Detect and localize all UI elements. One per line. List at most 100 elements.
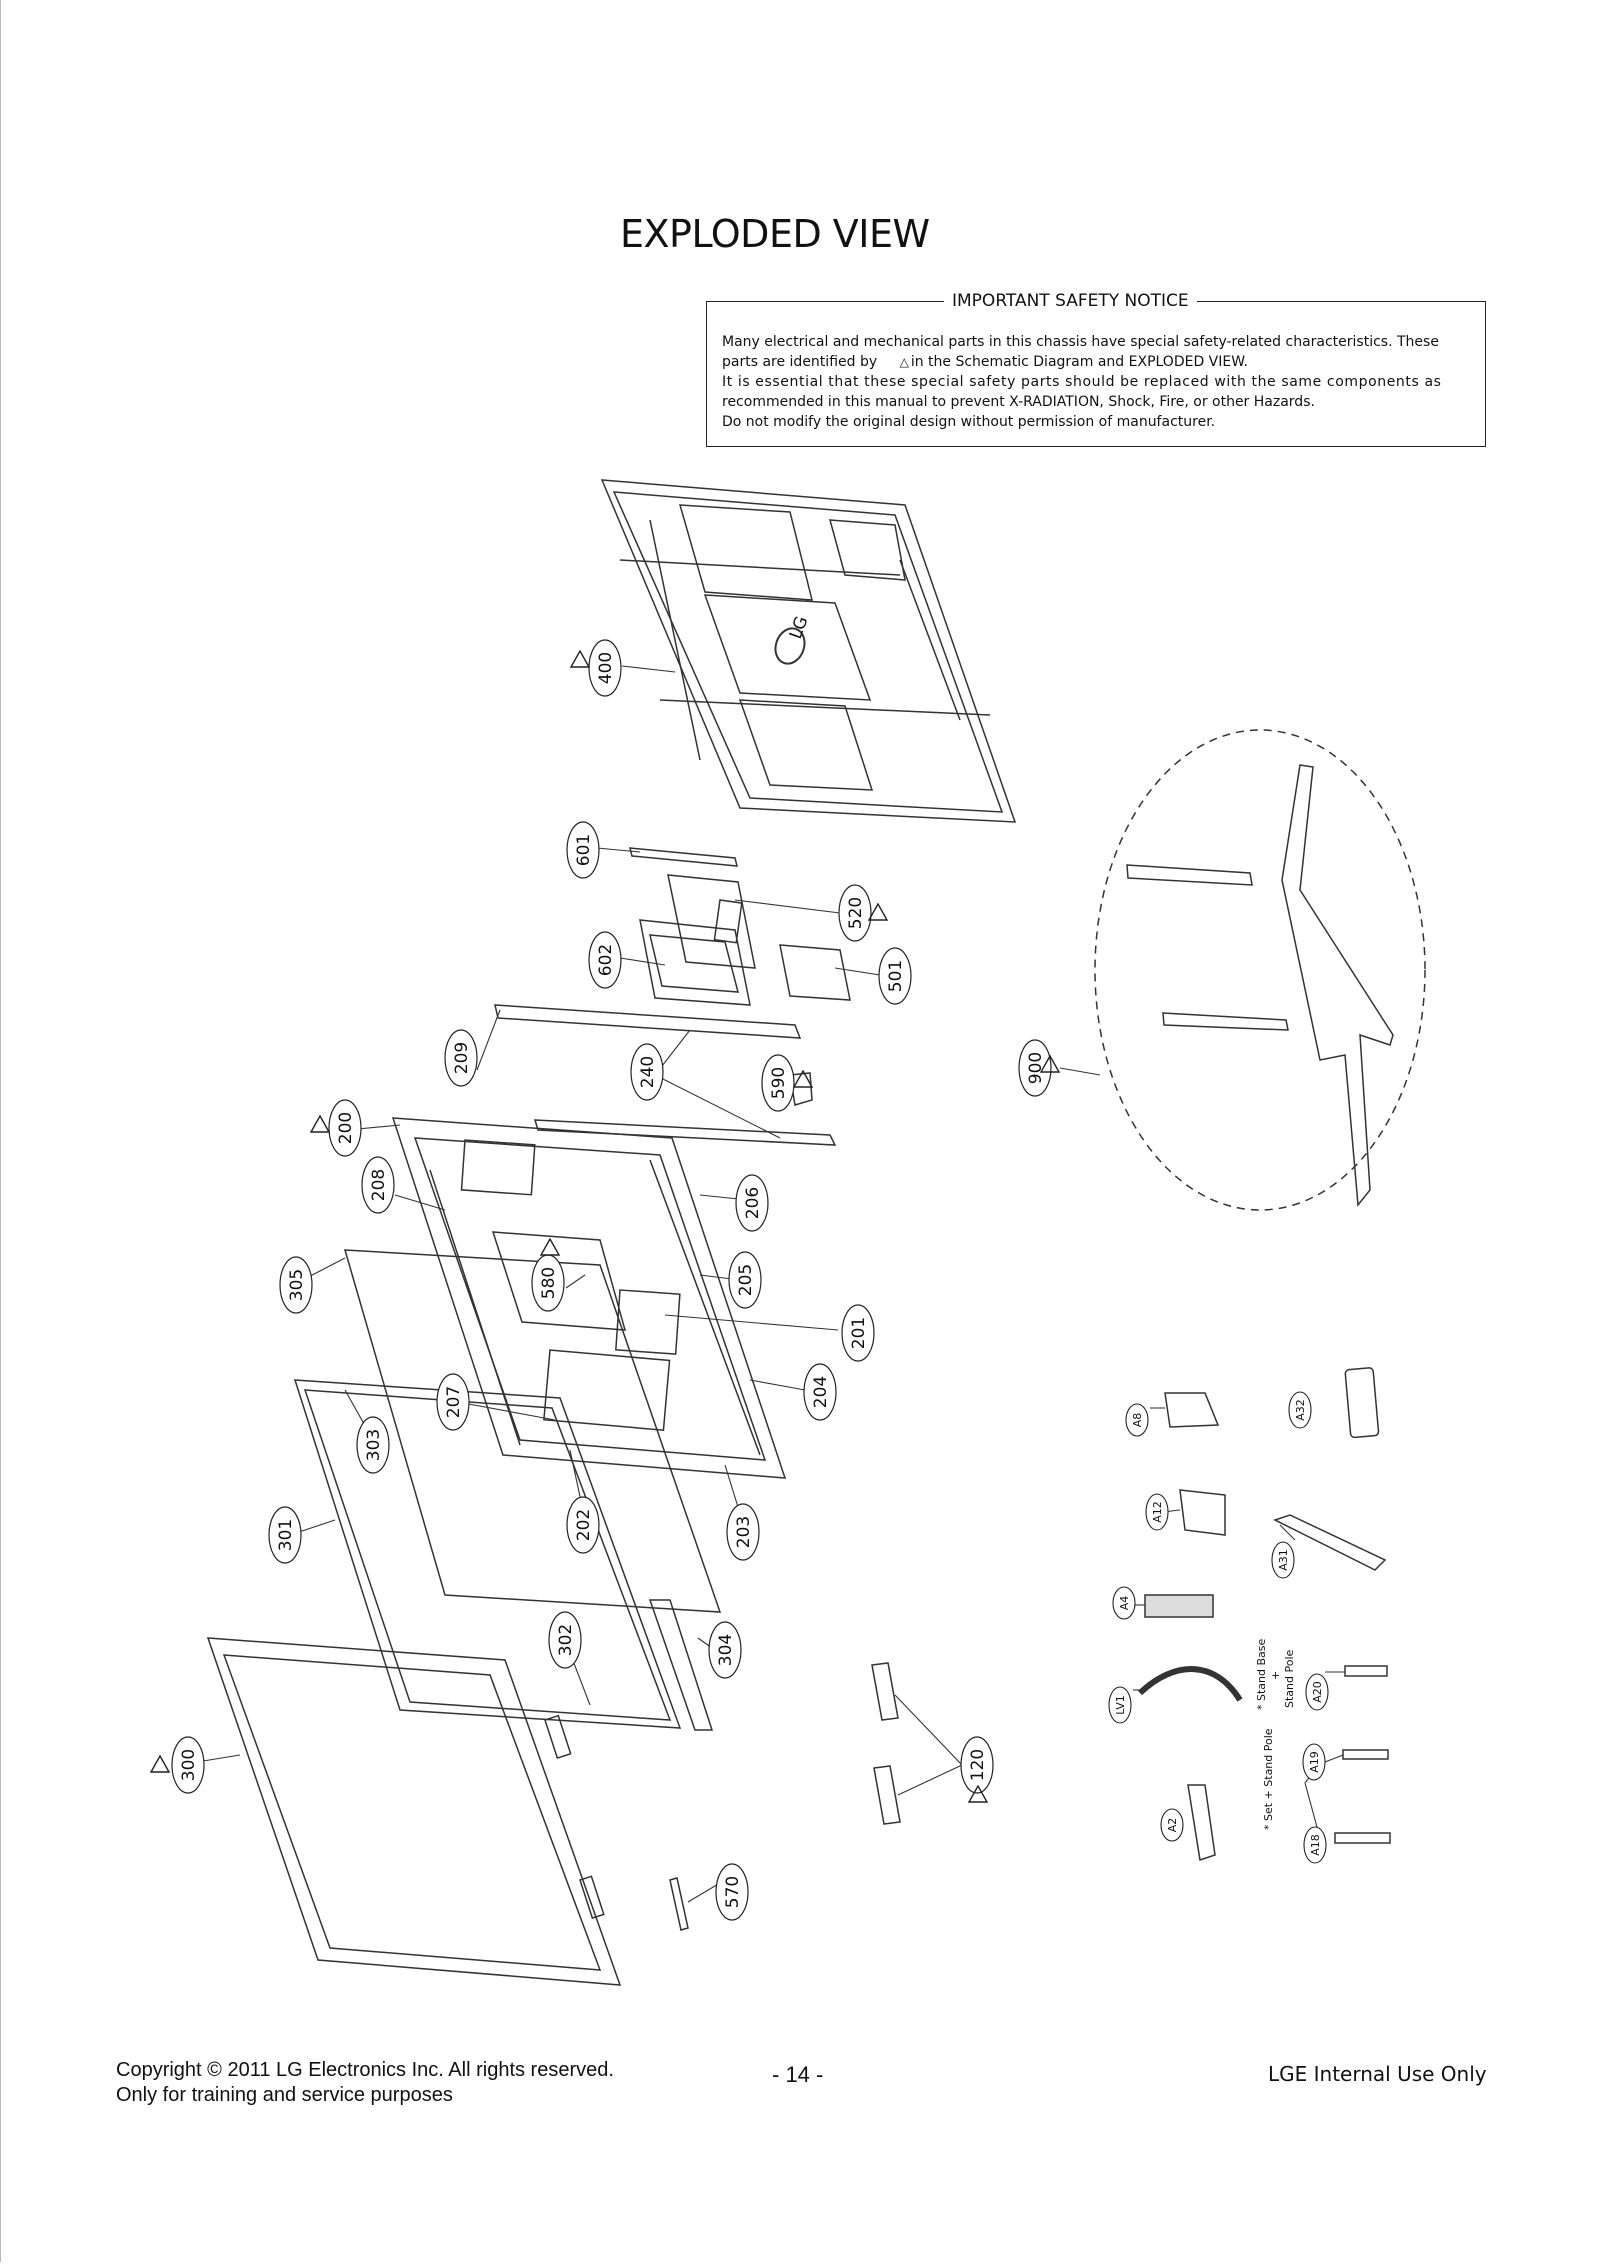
callout-300-label: 300 — [179, 1749, 199, 1781]
back-cover-logo: LG — [774, 614, 813, 665]
frame-303 — [293, 1379, 682, 1729]
callout-240: 240 — [630, 1043, 664, 1101]
callout-520: 520 — [838, 884, 872, 942]
callout-a8: A8 — [1125, 1403, 1149, 1437]
callout-305-label: 305 — [287, 1269, 307, 1301]
callout-a8-label: A8 — [1131, 1413, 1144, 1428]
internal-use-note: LGE Internal Use Only — [1268, 2062, 1487, 2086]
callout-203-label: 203 — [734, 1516, 754, 1548]
callout-300: 300 — [171, 1736, 205, 1794]
callout-590-label: 590 — [769, 1067, 789, 1099]
callout-400: 400 — [588, 639, 622, 697]
callout-lv1-label: LV1 — [1114, 1695, 1127, 1714]
part-570 — [669, 1877, 689, 1931]
callout-204: 204 — [803, 1363, 837, 1421]
copyright-text: Copyright © 2011 LG Electronics Inc. All… — [116, 2059, 614, 2081]
callout-a32-label: A32 — [1294, 1399, 1307, 1421]
callout-303: 303 — [356, 1416, 390, 1474]
callout-a19: A19 — [1302, 1743, 1326, 1781]
board-602 — [639, 919, 751, 1006]
callout-207-label: 207 — [444, 1386, 464, 1418]
callout-303-label: 303 — [364, 1429, 384, 1461]
callout-304-label: 304 — [716, 1634, 736, 1666]
bracket-240-upper — [494, 1004, 802, 1039]
footer-copyright: Copyright © 2011 LG Electronics Inc. All… — [116, 2058, 614, 2108]
callout-209: 209 — [444, 1029, 478, 1087]
callout-a2-label: A2 — [1166, 1818, 1179, 1833]
callout-202: 202 — [566, 1496, 600, 1554]
part-590 — [789, 1072, 813, 1106]
callout-304: 304 — [708, 1621, 742, 1679]
callout-a4: A4 — [1112, 1586, 1136, 1620]
callout-206-label: 206 — [743, 1187, 763, 1219]
callout-208-label: 208 — [369, 1169, 389, 1201]
callout-a12-label: A12 — [1151, 1501, 1164, 1523]
accessory-shapes — [1137, 1367, 1391, 1861]
notice-line-3: It is essential that these special safet… — [722, 374, 1442, 390]
callout-501: 501 — [878, 947, 912, 1005]
notice-line-5: Do not modify the original design withou… — [722, 414, 1216, 430]
callout-120: 120 — [960, 1736, 994, 1794]
callout-570-label: 570 — [723, 1876, 743, 1908]
callout-201-label: 201 — [849, 1317, 869, 1349]
callout-209-label: 209 — [452, 1042, 472, 1074]
callout-570: 570 — [715, 1863, 749, 1921]
board-501 — [779, 944, 851, 1001]
callout-520-label: 520 — [846, 897, 866, 929]
notice-line-1: Many electrical and mechanical parts in … — [722, 334, 1439, 350]
warning-triangle-icon — [570, 650, 590, 668]
callout-205-label: 205 — [736, 1264, 756, 1296]
callout-a18-label: A18 — [1309, 1834, 1322, 1856]
notice-line-4: recommended in this manual to prevent X-… — [722, 394, 1315, 410]
notice-line-2-pre: parts are identified by — [722, 354, 878, 370]
callout-580: 580 — [531, 1254, 565, 1312]
warning-triangle-icon — [150, 1755, 170, 1773]
callout-a31: A31 — [1271, 1541, 1295, 1579]
callout-a4-label: A4 — [1118, 1596, 1131, 1611]
callout-900-label: 900 — [1026, 1052, 1046, 1084]
callout-580-label: 580 — [539, 1267, 559, 1299]
callout-a31-label: A31 — [1277, 1549, 1290, 1571]
board-520 — [667, 874, 756, 969]
callout-305: 305 — [279, 1256, 313, 1314]
screw-note-base-pole: * Stand Base + Stand Pole — [1255, 1638, 1296, 1710]
callout-601-label: 601 — [574, 834, 594, 866]
callout-301-label: 301 — [276, 1519, 296, 1551]
callout-120-label: 120 — [968, 1749, 988, 1781]
callout-202-label: 202 — [574, 1509, 594, 1541]
callout-240-label: 240 — [638, 1056, 658, 1088]
callout-602: 602 — [588, 931, 622, 989]
callout-a12: A12 — [1145, 1493, 1169, 1531]
warning-triangle-icon — [310, 1115, 330, 1133]
callout-200-label: 200 — [336, 1112, 356, 1144]
callout-a20: A20 — [1305, 1673, 1329, 1711]
part-120 — [871, 1662, 901, 1825]
guide-304 — [648, 1599, 714, 1731]
stand-assembly — [1094, 729, 1426, 1211]
callout-207: 207 — [436, 1373, 470, 1431]
callout-601: 601 — [566, 821, 600, 879]
callout-203: 203 — [726, 1503, 760, 1561]
bracket-240-lower — [533, 1119, 837, 1146]
callout-a32: A32 — [1288, 1391, 1312, 1429]
safety-notice-heading: IMPORTANT SAFETY NOTICE — [944, 291, 1197, 311]
leader-lines — [196, 665, 1345, 1903]
notice-line-2: parts are identified by △in the Schemati… — [722, 352, 1474, 372]
callout-301: 301 — [268, 1506, 302, 1564]
screw-note-line-1: * Stand Base — [1255, 1638, 1268, 1710]
main-frame — [391, 1117, 787, 1479]
callout-302: 302 — [548, 1611, 582, 1669]
callout-501-label: 501 — [886, 960, 906, 992]
callout-302-label: 302 — [556, 1624, 576, 1656]
callout-590: 590 — [761, 1054, 795, 1112]
screw-note-line-2: + — [1269, 1671, 1282, 1680]
purpose-text: Only for training and service purposes — [116, 2084, 453, 2106]
callout-200: 200 — [328, 1099, 362, 1157]
lg-logo-text: LG — [786, 614, 813, 642]
warning-triangle-icon — [540, 1238, 560, 1256]
callout-900: 900 — [1018, 1039, 1052, 1097]
screw-note-set-line: * Set + Stand Pole — [1262, 1728, 1275, 1830]
callout-204-label: 204 — [811, 1376, 831, 1408]
